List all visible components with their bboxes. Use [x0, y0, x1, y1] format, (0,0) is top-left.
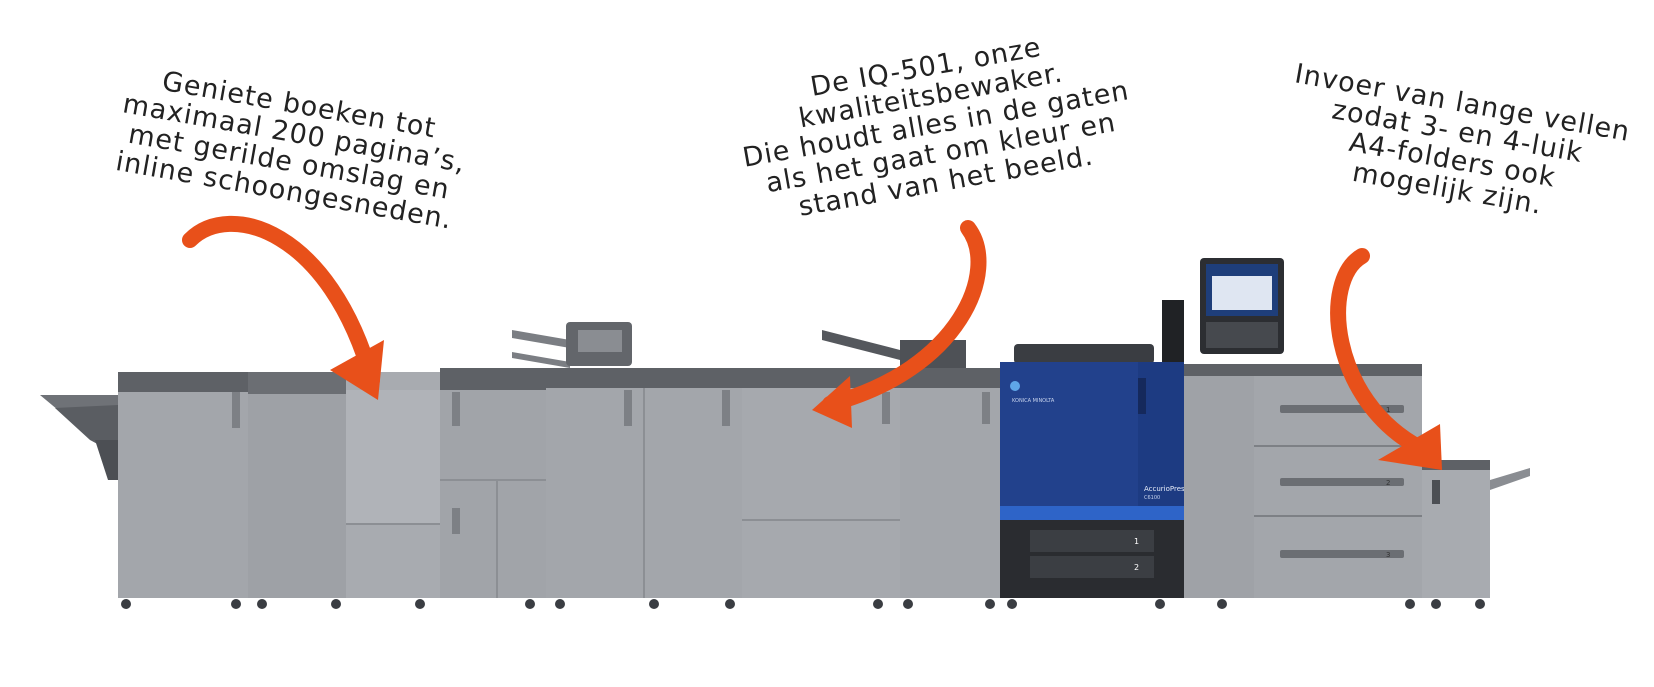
brand-text: KONICA MINOLTA: [1012, 398, 1055, 404]
tray-label-2: 2: [1134, 563, 1139, 572]
press-engine: KONICA MINOLTA AccurioPress C6100 1 2: [1000, 258, 1284, 598]
paper-feeder: 1 2 3: [1184, 364, 1530, 598]
arrow-middle: [812, 220, 987, 428]
stacker-trays: [512, 322, 966, 368]
arrow-left: [182, 215, 384, 400]
booklet-maker-module: [118, 372, 440, 598]
model-text: AccurioPress: [1144, 485, 1189, 493]
output-tray-left: [40, 395, 118, 480]
feeder-label-1: 1: [1386, 406, 1390, 414]
finisher-modules: [440, 368, 1000, 598]
casters: [121, 599, 1485, 609]
feeder-label-2: 2: [1386, 479, 1390, 487]
feeder-label-3: 3: [1386, 551, 1390, 559]
model-sub-text: C6100: [1144, 495, 1160, 501]
arrow-right: [1330, 248, 1442, 470]
tray-label-1: 1: [1134, 537, 1139, 546]
